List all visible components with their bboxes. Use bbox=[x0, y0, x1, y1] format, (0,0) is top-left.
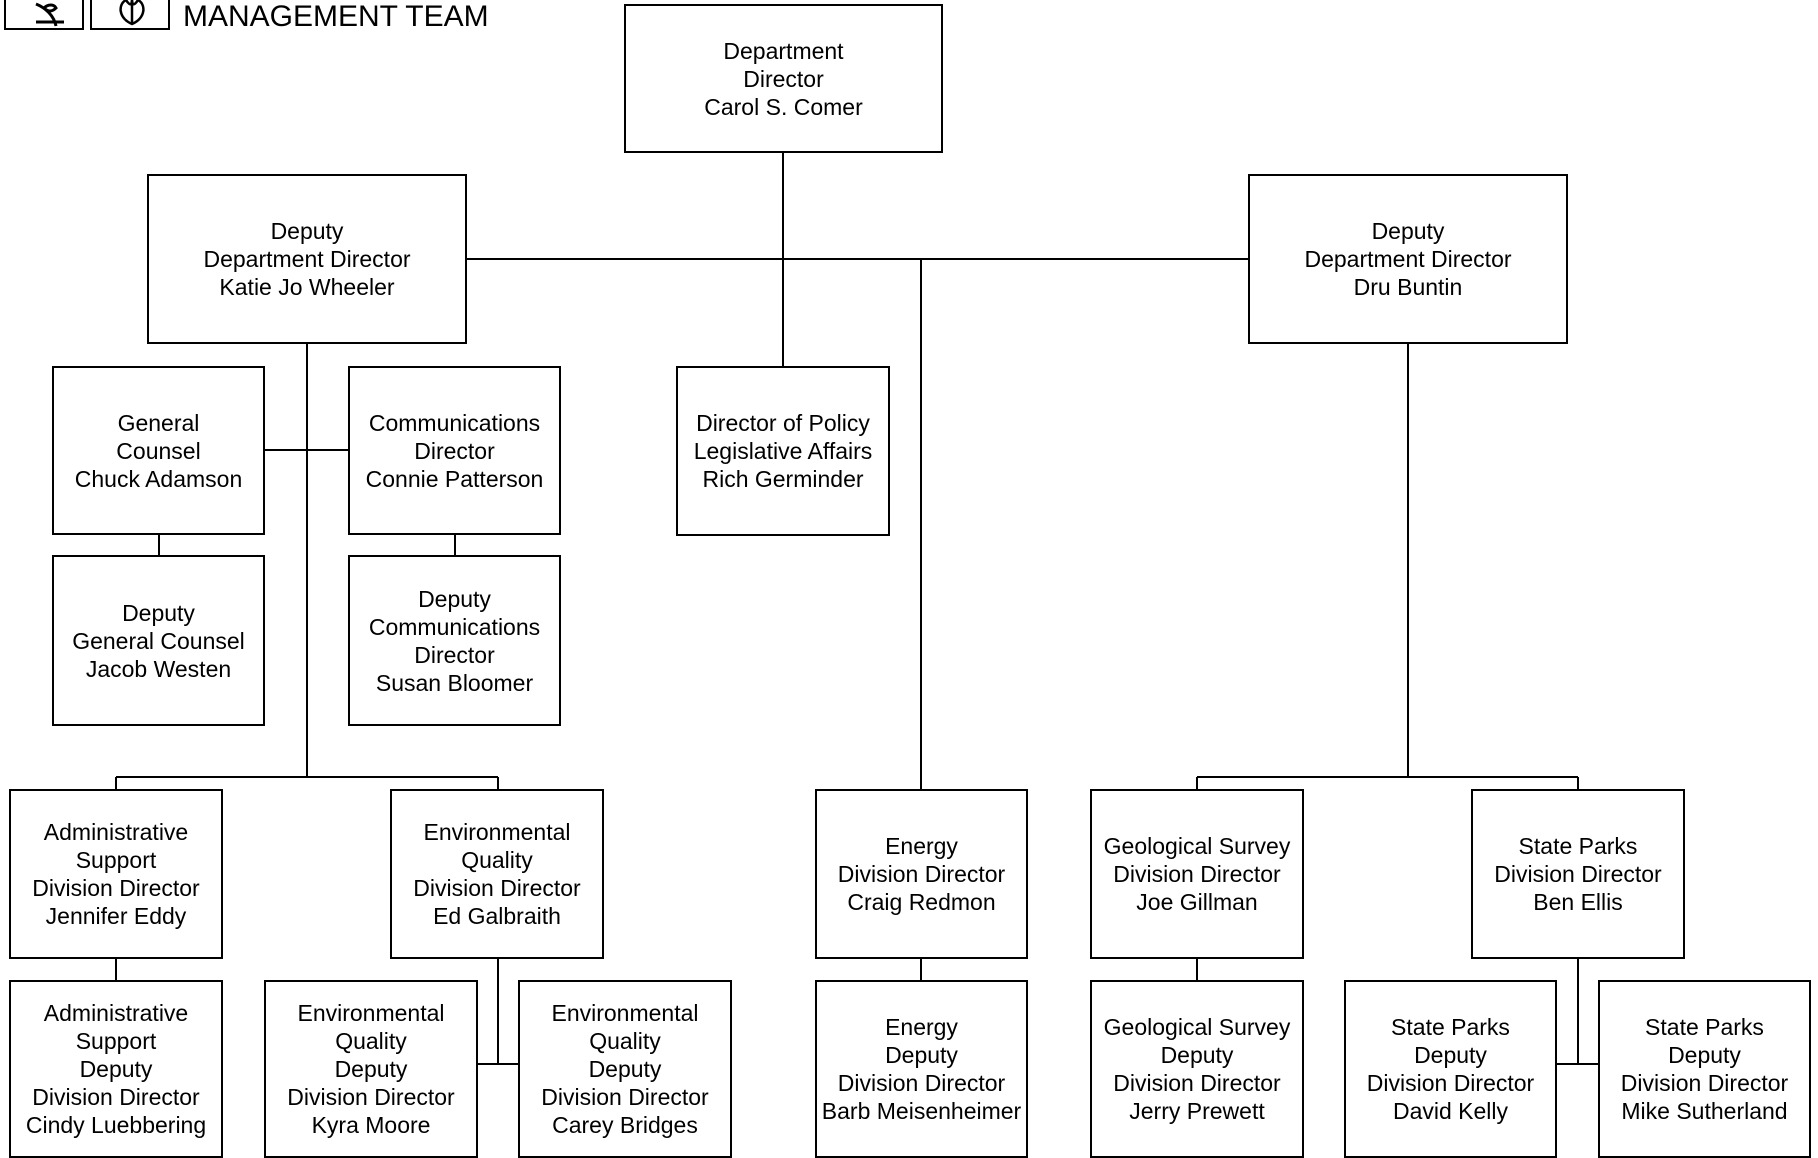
connector-parks-deputies bbox=[1556, 958, 1599, 1065]
team-label: MANAGEMENT TEAM bbox=[183, 0, 489, 33]
leaf-icon bbox=[90, 0, 170, 30]
connector-env-deputies bbox=[477, 958, 519, 1065]
connector-right-divisions bbox=[1196, 776, 1579, 789]
connector-left-divisions bbox=[115, 776, 499, 789]
logo-icon bbox=[4, 0, 84, 30]
